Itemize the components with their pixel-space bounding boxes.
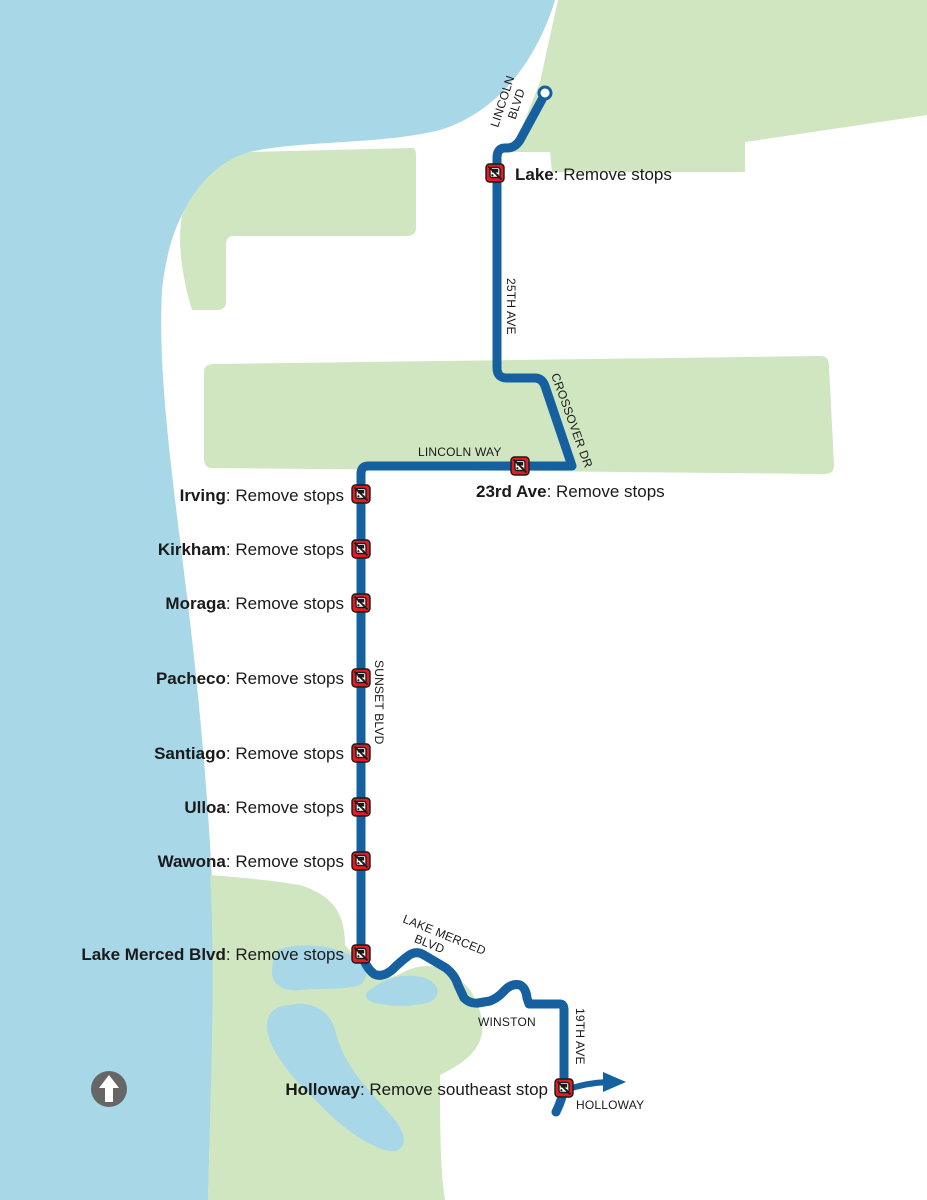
park-golden-gate: [204, 356, 834, 474]
street-label-25th-ave: 25TH AVE: [504, 278, 518, 335]
north-arrow-icon: [91, 1071, 127, 1107]
ocean: [0, 0, 555, 1200]
route-line: [356, 89, 577, 1117]
stop-label-lake-merced-blvd: Lake Merced Blvd: Remove stops: [81, 945, 344, 964]
bus-stop-removed-icon: [351, 593, 371, 613]
route-terminus-icon: [537, 85, 553, 101]
bus-stop-removed-icon: [351, 851, 371, 871]
lake-merced-north: [272, 945, 367, 991]
park-lincoln: [180, 148, 416, 310]
lake-merced-east: [365, 975, 438, 1006]
stop-label-ulloa: Ulloa: Remove stops: [184, 798, 344, 817]
street-label-19th-ave: 19TH AVE: [573, 1008, 587, 1065]
bus-stop-removed-icon: [510, 456, 530, 476]
stop-label-23rd-ave: 23rd Ave: Remove stops: [476, 482, 665, 501]
stop-label-pacheco: Pacheco: Remove stops: [156, 669, 344, 688]
bus-stop-removed-icon: [485, 163, 505, 183]
park-presidio: [512, 0, 927, 172]
bus-stop-removed-icon: [554, 1078, 574, 1098]
stop-label-moraga: Moraga: Remove stops: [165, 594, 344, 613]
bus-stop-removed-icon: [351, 797, 371, 817]
stop-label-santiago: Santiago: Remove stops: [154, 744, 344, 763]
bus-stop-removed-icon: [351, 668, 371, 688]
bus-stop-removed-icon: [351, 539, 371, 559]
lake-merced-south: [267, 1003, 404, 1151]
stop-label-kirkham: Kirkham: Remove stops: [158, 540, 344, 559]
stop-label-wawona: Wawona: Remove stops: [158, 852, 344, 871]
bus-stop-removed-icon: [351, 743, 371, 763]
stop-label-lake: Lake: Remove stops: [515, 165, 672, 184]
bus-stop-removed-icon: [351, 484, 371, 504]
stop-label-irving: Irving: Remove stops: [180, 486, 344, 505]
street-label-sunset-blvd: SUNSET BLVD: [372, 660, 386, 745]
street-label-winston: WINSTON: [478, 1015, 536, 1029]
street-label-lincoln-way: LINCOLN WAY: [418, 445, 502, 459]
stop-label-holloway: Holloway: Remove southeast stop: [285, 1080, 548, 1099]
bus-stop-removed-icon: [351, 944, 371, 964]
street-label-holloway: HOLLOWAY: [576, 1098, 644, 1112]
